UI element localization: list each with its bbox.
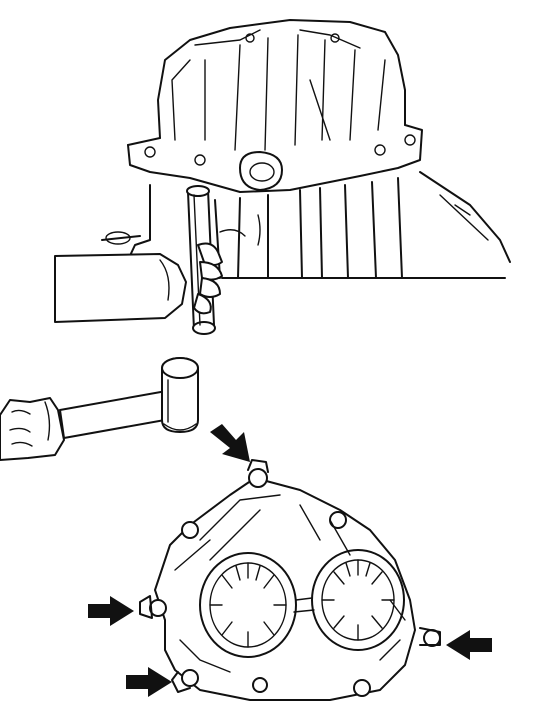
arrow-top [210,424,250,462]
hammer [59,357,199,439]
case-underside [139,459,441,701]
bolt-hole [252,677,268,693]
bolt-hole [181,521,199,539]
arrow-right [446,630,492,660]
hand-hammer [0,397,65,461]
right-bearing-cover [311,549,405,651]
bolt-hole [353,679,371,697]
bolt-hole [149,599,167,617]
upper-panel [54,19,511,335]
arrow-left-middle [88,596,134,626]
arrows [88,424,492,697]
hammer-panel [0,357,199,461]
lower-housing [101,171,511,279]
left-bearing-cover [199,552,297,658]
hand [54,242,223,323]
case-housing [157,19,406,151]
arrow-left-bottom [126,667,172,697]
bolt-hole [248,468,268,488]
bolt-hole [181,669,199,687]
housing-flange [127,124,423,193]
